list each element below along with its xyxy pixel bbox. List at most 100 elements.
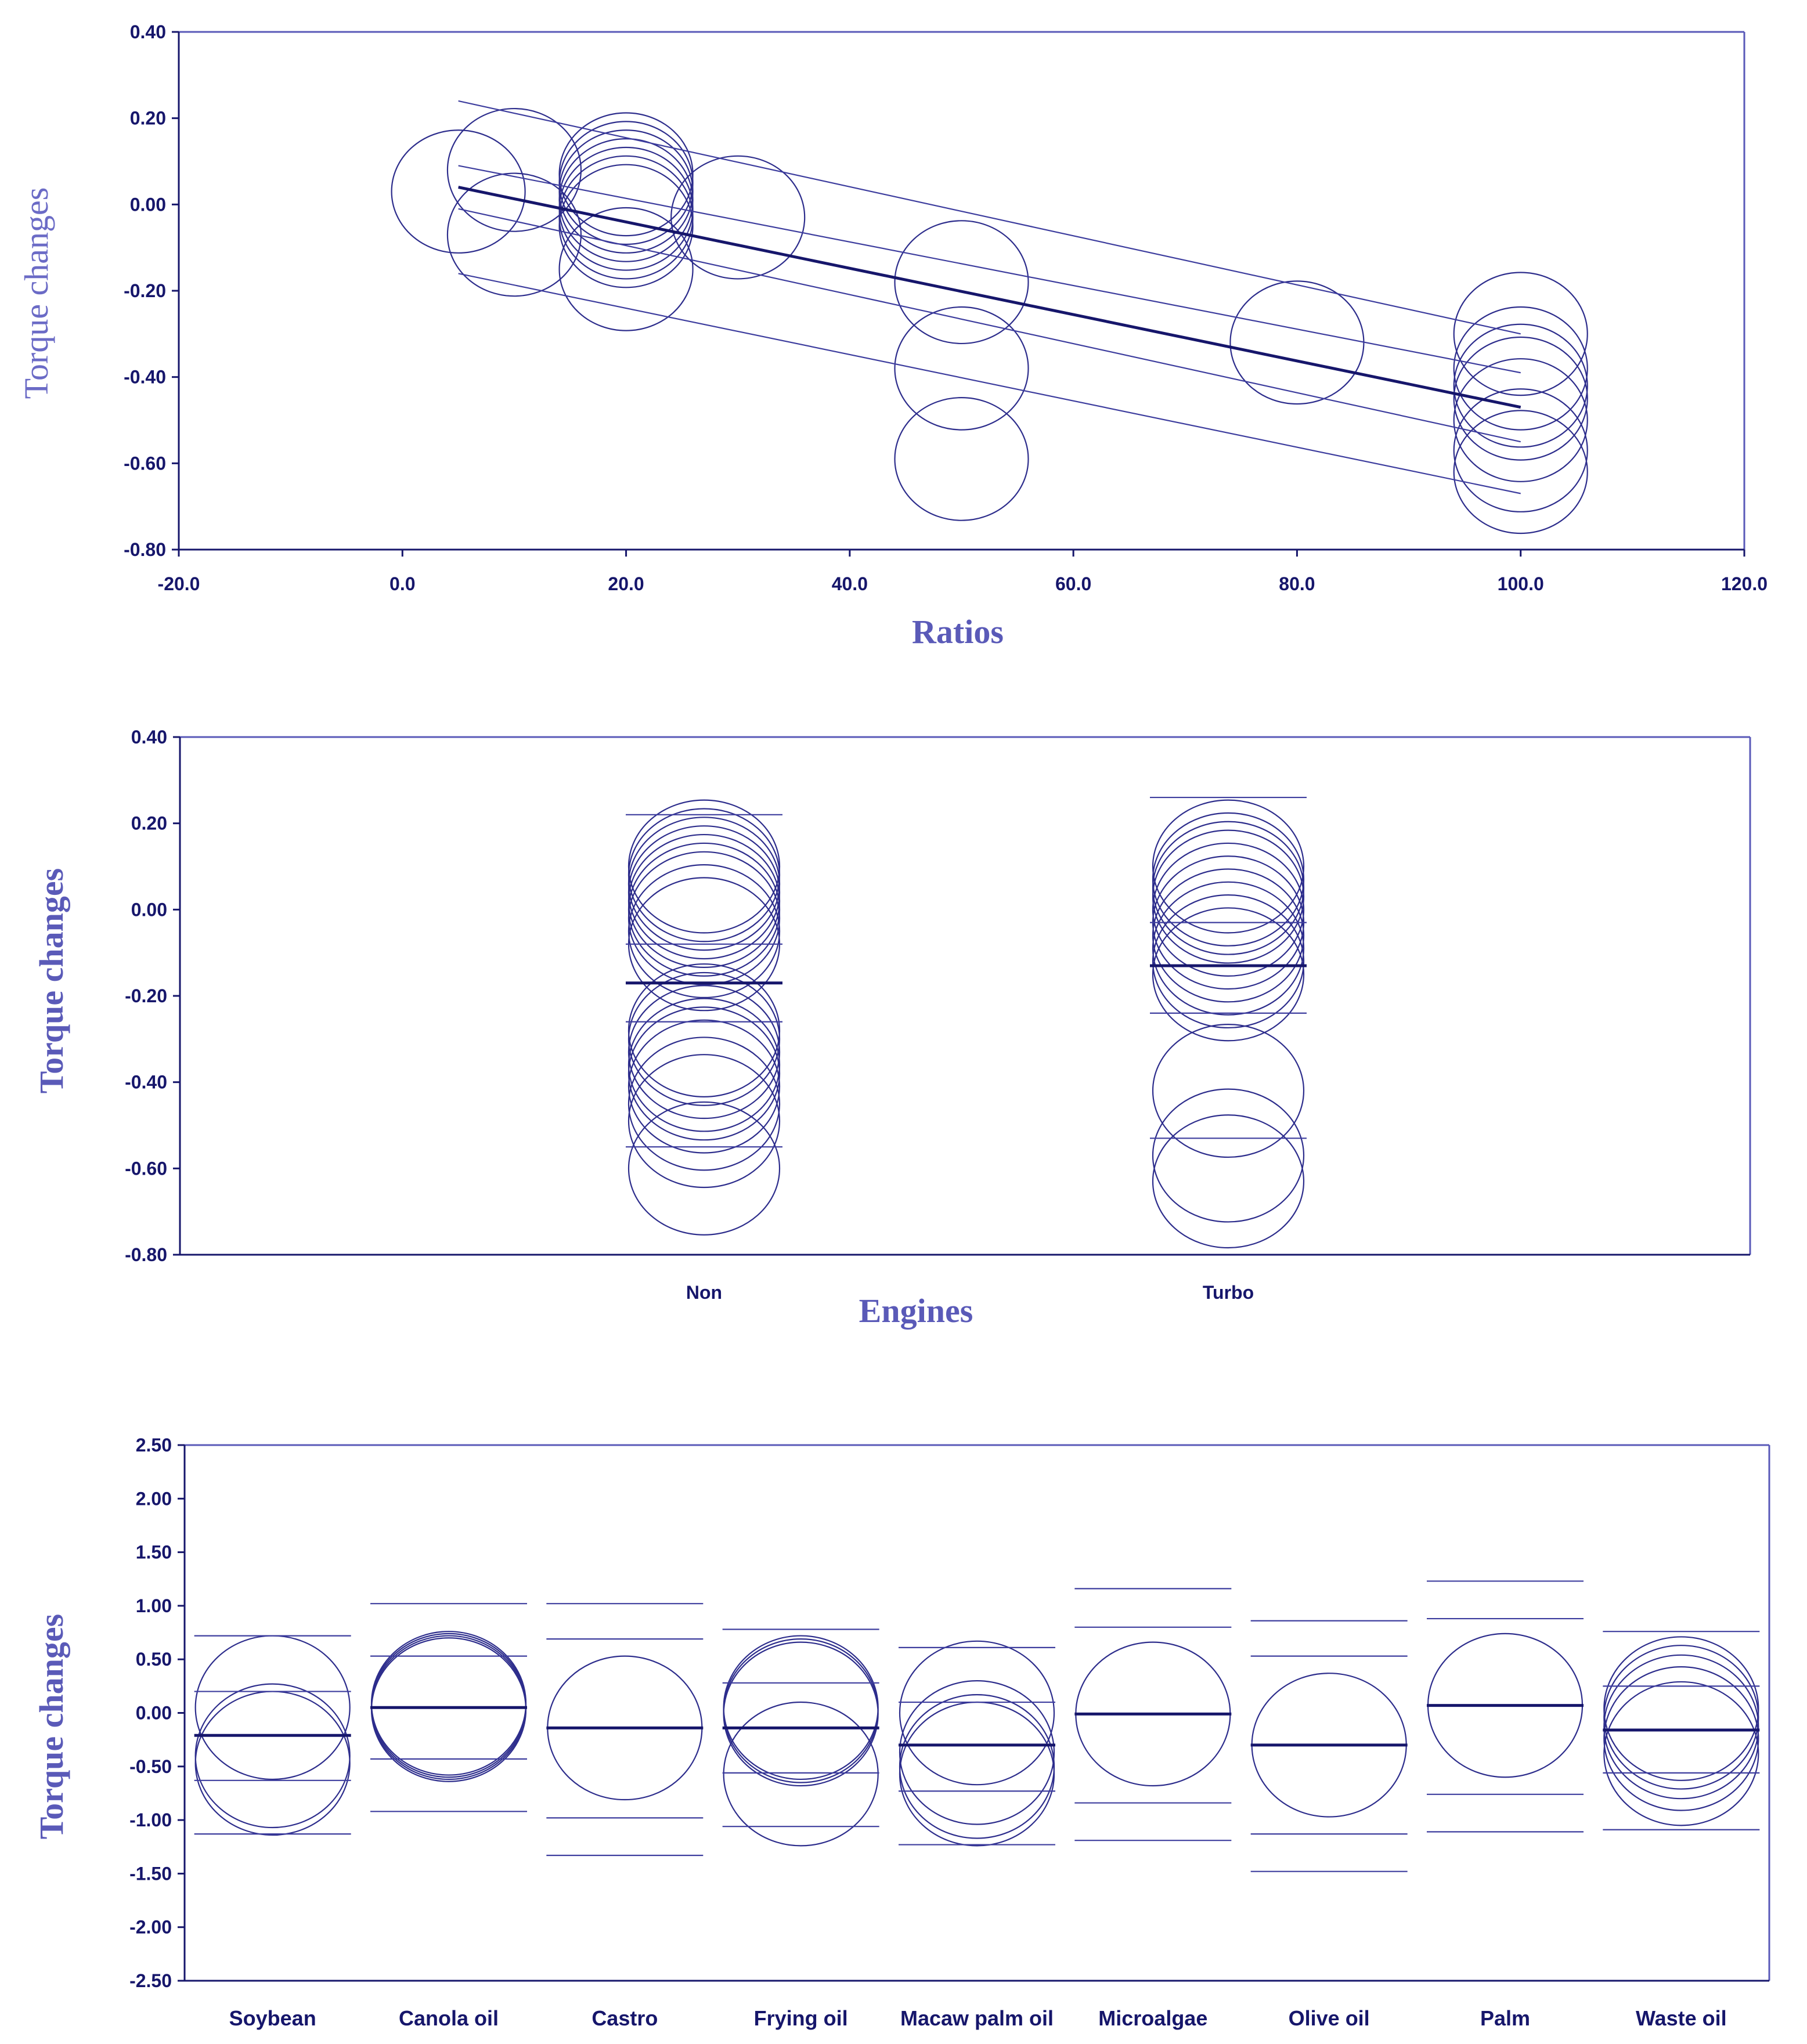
data-point bbox=[723, 1635, 879, 1781]
data-point bbox=[899, 1680, 1055, 1825]
data-point bbox=[370, 1637, 527, 1782]
confidence-band-line bbox=[458, 273, 1521, 494]
data-point bbox=[627, 808, 781, 942]
y-tick-label: 0.00 bbox=[136, 1703, 172, 1724]
y-tick-label: 2.00 bbox=[136, 1488, 172, 1509]
data-point bbox=[670, 155, 806, 280]
data-point bbox=[627, 1101, 781, 1236]
data-point bbox=[1453, 388, 1588, 512]
data-point bbox=[558, 164, 694, 288]
data-point bbox=[1152, 1088, 1305, 1223]
data-point bbox=[1453, 336, 1588, 461]
data-point bbox=[1603, 1645, 1759, 1790]
data-point bbox=[370, 1633, 527, 1778]
x-tick-label: 120.0 bbox=[1721, 573, 1768, 594]
data-point bbox=[627, 1037, 781, 1171]
data-point bbox=[558, 155, 694, 280]
data-point bbox=[1453, 323, 1588, 448]
y-tick-label: 0.40 bbox=[130, 21, 166, 42]
data-point bbox=[723, 1701, 879, 1847]
y-tick-label: 0.40 bbox=[131, 727, 167, 747]
x-tick-label: 60.0 bbox=[1055, 573, 1091, 594]
data-point bbox=[1603, 1681, 1759, 1826]
category-label: Canola oil bbox=[399, 2006, 499, 2030]
x-axis-title: Engines bbox=[859, 1292, 973, 1330]
x-tick-label: 100.0 bbox=[1498, 573, 1544, 594]
data-point bbox=[558, 121, 694, 245]
y-tick-label: -0.80 bbox=[125, 1244, 167, 1265]
data-point bbox=[1152, 868, 1305, 1003]
data-point bbox=[627, 842, 781, 977]
data-point bbox=[627, 1019, 781, 1154]
y-tick-label: 0.00 bbox=[131, 899, 167, 920]
y-axis-title: Torque changes bbox=[33, 868, 70, 1093]
data-point bbox=[194, 1691, 351, 1836]
data-point bbox=[723, 1638, 879, 1783]
y-tick-label: -0.20 bbox=[125, 985, 167, 1006]
data-point bbox=[899, 1640, 1055, 1786]
data-point bbox=[1152, 881, 1305, 1016]
category-label: Microalgae bbox=[1098, 2006, 1207, 2030]
data-point bbox=[558, 138, 694, 262]
category-label: Non bbox=[686, 1282, 722, 1303]
y-tick-label: 0.20 bbox=[130, 108, 166, 129]
confidence-band-line bbox=[458, 208, 1521, 443]
data-point bbox=[627, 998, 781, 1132]
y-tick-label: 0.00 bbox=[130, 194, 166, 215]
data-point bbox=[627, 825, 781, 960]
category-label: Castro bbox=[591, 2006, 658, 2030]
y-tick-label: -0.40 bbox=[125, 1072, 167, 1093]
data-point bbox=[627, 799, 781, 934]
data-point bbox=[723, 1641, 879, 1787]
data-point bbox=[627, 864, 781, 998]
category-label: Macaw palm oil bbox=[900, 2006, 1054, 2030]
data-point bbox=[627, 972, 781, 1106]
data-point bbox=[391, 129, 526, 254]
confidence-band-line bbox=[458, 165, 1521, 374]
data-point bbox=[558, 146, 694, 271]
x-axis-title: Ratios bbox=[912, 613, 1004, 651]
data-point bbox=[899, 1694, 1055, 1839]
data-point bbox=[894, 220, 1029, 345]
chart-ratios: Torque changes Ratios 0.400.200.00-0.20-… bbox=[17, 21, 1768, 651]
x-tick-label: 40.0 bbox=[832, 573, 868, 594]
data-point bbox=[627, 1006, 781, 1141]
regression-line bbox=[458, 186, 1521, 409]
y-tick-label: 0.20 bbox=[131, 813, 167, 834]
x-tick-label: -20.0 bbox=[158, 573, 200, 594]
x-tick-label: 0.0 bbox=[389, 573, 415, 594]
data-point bbox=[1453, 272, 1588, 396]
y-tick-label: -0.80 bbox=[124, 539, 166, 560]
y-tick-label: -0.50 bbox=[129, 1756, 172, 1777]
data-point bbox=[1603, 1654, 1759, 1800]
y-tick-label: -2.50 bbox=[129, 1970, 172, 1991]
data-point bbox=[627, 1054, 781, 1189]
y-tick-label: -0.40 bbox=[124, 367, 166, 388]
data-point bbox=[1152, 907, 1305, 1042]
chart-feedstocks: Torque changes 2.502.001.501.000.500.00-… bbox=[33, 1435, 1770, 2030]
category-label: Frying oil bbox=[754, 2006, 848, 2030]
data-point bbox=[1152, 799, 1305, 934]
data-point bbox=[558, 129, 694, 254]
y-tick-label: -1.50 bbox=[129, 1863, 172, 1884]
data-point bbox=[627, 851, 781, 985]
data-point bbox=[194, 1683, 351, 1829]
data-point bbox=[1229, 280, 1365, 405]
y-tick-label: 1.00 bbox=[136, 1595, 172, 1616]
data-point bbox=[1453, 306, 1588, 431]
y-tick-label: -1.00 bbox=[129, 1810, 172, 1830]
data-point bbox=[627, 833, 781, 968]
data-point bbox=[1453, 358, 1588, 482]
data-point bbox=[894, 306, 1029, 431]
data-point bbox=[1453, 410, 1588, 535]
y-axis-title: Torque changes bbox=[17, 187, 55, 399]
data-point bbox=[1152, 812, 1305, 947]
data-point bbox=[370, 1631, 527, 1776]
data-point bbox=[1603, 1636, 1759, 1781]
category-label: Olive oil bbox=[1289, 2006, 1370, 2030]
y-tick-label: 0.50 bbox=[136, 1649, 172, 1670]
category-label: Soybean bbox=[229, 2006, 316, 2030]
x-tick-label: 20.0 bbox=[608, 573, 644, 594]
category-label: Palm bbox=[1480, 2006, 1530, 2030]
